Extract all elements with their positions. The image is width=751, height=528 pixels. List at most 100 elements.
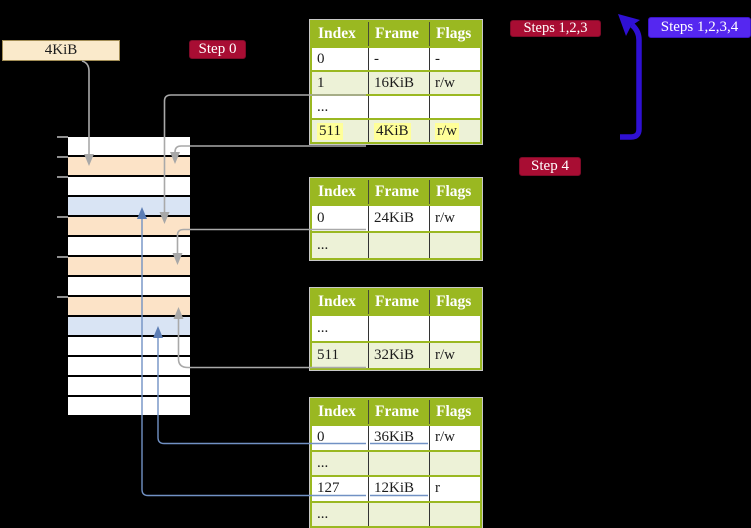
memory-frame-row-peach xyxy=(68,297,190,317)
memory-frame-row-white xyxy=(68,357,190,377)
table-row: ... xyxy=(312,314,480,341)
table-header-cell: Flags xyxy=(429,180,480,204)
table-cell: - xyxy=(368,48,429,70)
memory-frame-row-white xyxy=(68,237,190,257)
loop-back-arrowhead-icon xyxy=(618,14,640,36)
table-cell xyxy=(368,233,429,258)
table-header-cell: Frame xyxy=(368,290,429,314)
table-row: ... xyxy=(312,231,480,258)
table-header-cell: Flags xyxy=(429,400,480,424)
table-cell: r/w xyxy=(429,343,480,368)
table-cell: 0 xyxy=(317,429,325,446)
memory-frame-row-white xyxy=(68,337,190,357)
table-cell xyxy=(368,96,429,118)
table-cell xyxy=(429,451,480,475)
table-header-cell: Flags xyxy=(429,22,480,46)
table-header-cell: Index xyxy=(318,403,356,420)
page-size-label-box: 4KiB xyxy=(2,40,120,61)
table-header-cell: Flags xyxy=(429,290,480,314)
table-cell xyxy=(368,502,429,526)
table-cell: ... xyxy=(317,320,329,336)
table-cell: 24KiB xyxy=(368,206,429,231)
table-cell: ... xyxy=(317,454,329,471)
table-cell: ... xyxy=(317,505,329,522)
steps123-badge: Steps 1,2,3 xyxy=(510,20,601,37)
loop-back-arrow-line xyxy=(620,22,642,140)
memory-frame-row-white xyxy=(68,137,190,157)
memory-frame-row-white xyxy=(68,397,190,417)
table-cell: r/w xyxy=(429,72,480,94)
tick-mark xyxy=(57,256,68,258)
highlighted-value: r/w xyxy=(435,122,459,140)
memory-frame-row-white xyxy=(68,177,190,197)
highlighted-value: 4KiB xyxy=(374,122,411,140)
table-row: 511 4KiB r/w xyxy=(312,118,480,142)
tick-mark xyxy=(57,296,68,298)
physical-memory-stack xyxy=(68,137,190,417)
table-cell: 0 xyxy=(317,50,325,67)
table-cell: 0 xyxy=(317,210,325,226)
table-cell: 511 xyxy=(317,347,339,363)
table-cell: 127 xyxy=(317,480,340,497)
step0-badge: Step 0 xyxy=(189,40,246,59)
memory-frame-row-white xyxy=(68,377,190,397)
table-cell xyxy=(429,502,480,526)
table-cell xyxy=(368,451,429,475)
table-cell: r xyxy=(429,477,480,501)
tick-mark xyxy=(57,136,68,138)
memory-frame-row-peach xyxy=(68,217,190,237)
table-cell: r/w xyxy=(429,206,480,231)
table-cell: 12KiB xyxy=(368,477,429,501)
table-cell: 511 xyxy=(312,120,368,142)
memory-frame-row-peach xyxy=(68,257,190,277)
tick-mark xyxy=(57,216,68,218)
table-cell: r/w xyxy=(429,426,480,450)
table-cell: 36KiB xyxy=(368,426,429,450)
table-header-cell: Index xyxy=(318,293,356,310)
table-cell: ... xyxy=(317,98,329,115)
memory-frame-row-blue xyxy=(68,197,190,217)
steps1234-badge: Steps 1,2,3,4 xyxy=(648,17,751,38)
tick-mark xyxy=(57,156,68,158)
table-cell: r/w xyxy=(429,120,480,142)
table-cell: ... xyxy=(317,237,329,253)
memory-frame-row-white xyxy=(68,277,190,297)
table-cell xyxy=(429,96,480,118)
table-row: ... xyxy=(312,449,480,475)
step4-badge: Step 4 xyxy=(519,157,581,176)
tick-mark xyxy=(57,176,68,178)
table-cell: 4KiB xyxy=(368,120,429,142)
table-cell xyxy=(429,233,480,258)
table-header-cell: Frame xyxy=(368,400,429,424)
table-cell: - xyxy=(429,48,480,70)
memory-frame-row-peach xyxy=(68,157,190,177)
table-row: ... xyxy=(312,500,480,526)
table-header-cell: Index xyxy=(318,25,356,42)
table-row: 0 -- xyxy=(312,46,480,70)
highlighted-value: 511 xyxy=(317,122,343,140)
table-cell: 32KiB xyxy=(368,343,429,368)
table-header-cell: Frame xyxy=(368,180,429,204)
table-header-cell: Frame xyxy=(368,22,429,46)
memory-frame-row-blue xyxy=(68,317,190,337)
table-cell xyxy=(429,316,480,341)
table-cell xyxy=(368,316,429,341)
table-cell: 1 xyxy=(317,74,325,91)
arrow-t1-row511-line xyxy=(174,145,366,153)
table-row: ... xyxy=(312,94,480,118)
table-header-cell: Index xyxy=(318,183,356,200)
